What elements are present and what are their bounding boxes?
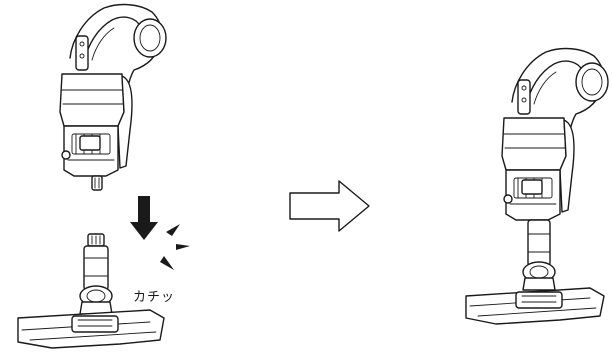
vacuum-assembled bbox=[465, 47, 609, 325]
vacuum-body-detached bbox=[59, 3, 167, 191]
click-sound-label: カチッ bbox=[133, 290, 176, 305]
floor-nozzle-detached bbox=[17, 233, 165, 349]
push-down-arrow-icon bbox=[130, 196, 158, 240]
click-burst-icon bbox=[160, 224, 190, 270]
transition-arrow-icon bbox=[289, 180, 370, 232]
